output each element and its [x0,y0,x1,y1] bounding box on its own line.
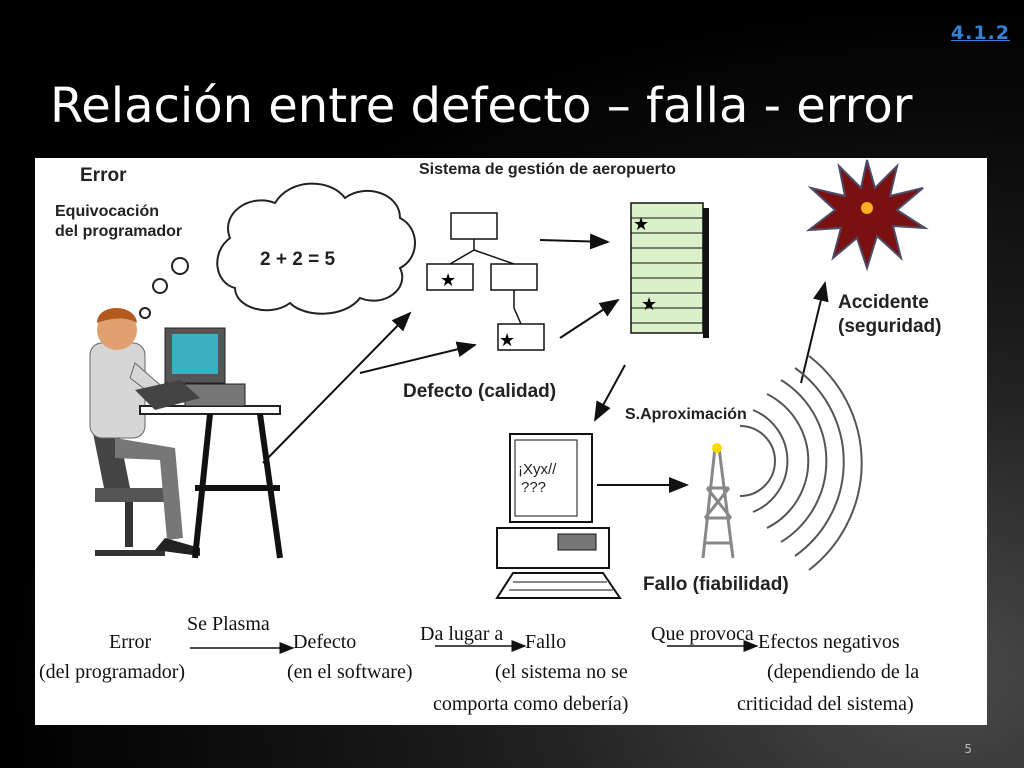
screen-text-line2: ??? [521,479,547,496]
flow-node-failure-title: Fallo [525,631,567,653]
mistake-label-line1: Equivocación [55,203,160,220]
flow-node-error-title: Error [109,631,152,653]
defect-star-icon: ★ [440,270,456,291]
defect-star-icon: ★ [641,294,657,315]
flow-node-error-sub: (del programador) [39,661,186,683]
antenna-tower-icon [701,355,863,571]
slide-title: Relación entre defecto – falla - error [50,78,913,134]
accident-label-line1: Accidente [838,292,929,313]
error-computer [495,433,622,599]
code-listing [630,202,709,338]
failure-label: Fallo (fiabilidad) [643,574,789,595]
wrong-equation: 2 + 2 = 5 [260,249,336,270]
section-link[interactable]: 4.1.2 [950,22,1010,44]
thought-bubble [139,182,416,319]
flow-node-failure-sub1: (el sistema no se [495,661,628,683]
flow-node-effects-sub1: (dependiendo de la [767,661,920,683]
flow-node-defect-title: Defecto [293,631,357,653]
accident-label-line2: (seguridad) [838,316,942,337]
module-tree [426,212,545,351]
defect-star-icon: ★ [499,330,515,351]
defect-label: Defecto (calidad) [403,381,557,402]
flow-node-failure-sub2: comporta como debería) [433,693,629,715]
flow-node-effects-title: Efectos negativos [758,631,900,653]
screen-text-line1: ¡Xyx// [518,461,557,478]
flow-node-defect-sub: (en el software) [287,661,413,683]
diagram-figure: ★ ★ ★ ★ [35,158,987,725]
flow-arrow-label-2: Da lugar a [420,623,504,645]
system-title: Sistema de gestión de aeropuerto [419,161,676,178]
approach-label: S.Aproximación [625,406,747,423]
flow-node-effects-sub2: criticidad del sistema) [737,693,914,715]
defect-star-icon: ★ [633,214,649,235]
explosion-icon [805,159,929,272]
flow-arrow-label-1: Se Plasma [187,613,270,635]
diagram-illustration: ★ ★ ★ ★ [89,159,929,654]
mistake-label-line2: del programador [55,223,183,240]
error-label: Error [80,165,127,186]
page-number: 5 [964,742,972,756]
programmer-illustration [89,308,283,559]
flow-arrow-label-3: Que provoca [651,623,754,645]
